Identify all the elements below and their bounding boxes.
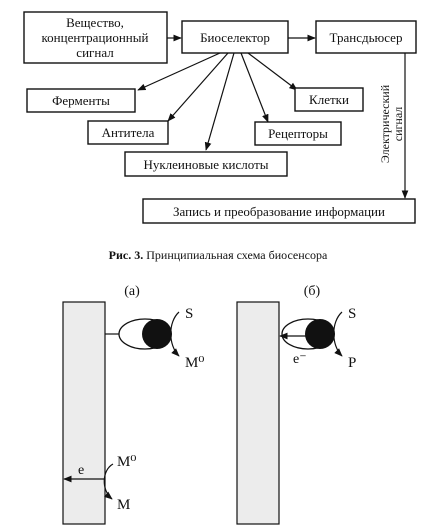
bioselector-label: Биоселектор (200, 30, 270, 45)
substrate-s-b: S (348, 306, 356, 322)
caption-number: Рис. 3. (109, 248, 144, 262)
arrow-to-antibodies (167, 52, 229, 122)
mediator-m0-top: M⁰ (185, 355, 204, 371)
product-p-b: P (348, 355, 356, 371)
mediator-m0-bottom: M⁰ (117, 454, 136, 470)
reaction-arrow-b (333, 311, 343, 357)
antibodies-label: Антитела (102, 125, 155, 140)
electron-label-b: e⁻ (293, 352, 307, 367)
receptors-box: Рецепторы (254, 121, 342, 146)
electric-signal-label: Электрический сигнал (378, 84, 405, 163)
signal-label: сигнал (76, 45, 114, 60)
arrow-to-cells (247, 52, 298, 91)
transducer-label: Трансдьюсер (330, 30, 403, 45)
antibodies-box: Антитела (87, 120, 169, 145)
figure-caption: Рис. 3. Принципиальная схема биосенсора (109, 248, 328, 262)
electrode-b (236, 301, 280, 525)
biosensor-scheme: Вещество, концентрационный сигнал Биосел… (23, 11, 417, 224)
enzyme-core-a (142, 319, 172, 349)
arrow-to-nucleic-acids (204, 52, 235, 151)
arrow-to-enzymes (137, 52, 221, 91)
cells-box: Клетки (294, 87, 364, 112)
cells-label: Клетки (309, 92, 349, 107)
panel-b: (б) e⁻ S P (236, 284, 356, 525)
enzymes-label: Ферменты (52, 93, 110, 108)
substance-label: Вещество, (66, 15, 124, 30)
nucleic-acids-label: Нуклеиновые кислоты (143, 157, 268, 172)
substrate-s-a: S (185, 306, 193, 322)
panel-b-label: (б) (304, 284, 321, 299)
recording-box: Запись и преобразование информации (142, 198, 416, 224)
receptors-label: Рецепторы (268, 126, 328, 141)
electron-label-a: e (78, 463, 84, 478)
substance-signal-box: Вещество, концентрационный сигнал (23, 11, 168, 64)
arrow-to-receptors (240, 52, 269, 123)
panel-a: (а) S M⁰ M⁰ M e (62, 284, 204, 525)
recording-label: Запись и преобразование информации (173, 204, 385, 219)
transducer-box: Трансдьюсер (315, 20, 417, 54)
electrode-a (62, 301, 106, 525)
concentration-label: концентрационный (42, 30, 149, 45)
enzymes-box: Ферменты (26, 88, 136, 113)
enzyme-core-b (305, 319, 335, 349)
panel-a-label: (а) (124, 284, 140, 299)
nucleic-acids-box: Нуклеиновые кислоты (124, 151, 288, 177)
reaction-arrow-a (170, 311, 180, 357)
electric-label: Электрический (378, 84, 392, 163)
caption-text: Принципиальная схема биосенсора (143, 248, 328, 262)
mediator-arrow-a (103, 463, 114, 500)
bioselector-box: Биоселектор (181, 20, 289, 54)
signal-word-label: сигнал (391, 107, 405, 142)
mediator-m-bottom: M (117, 497, 130, 513)
